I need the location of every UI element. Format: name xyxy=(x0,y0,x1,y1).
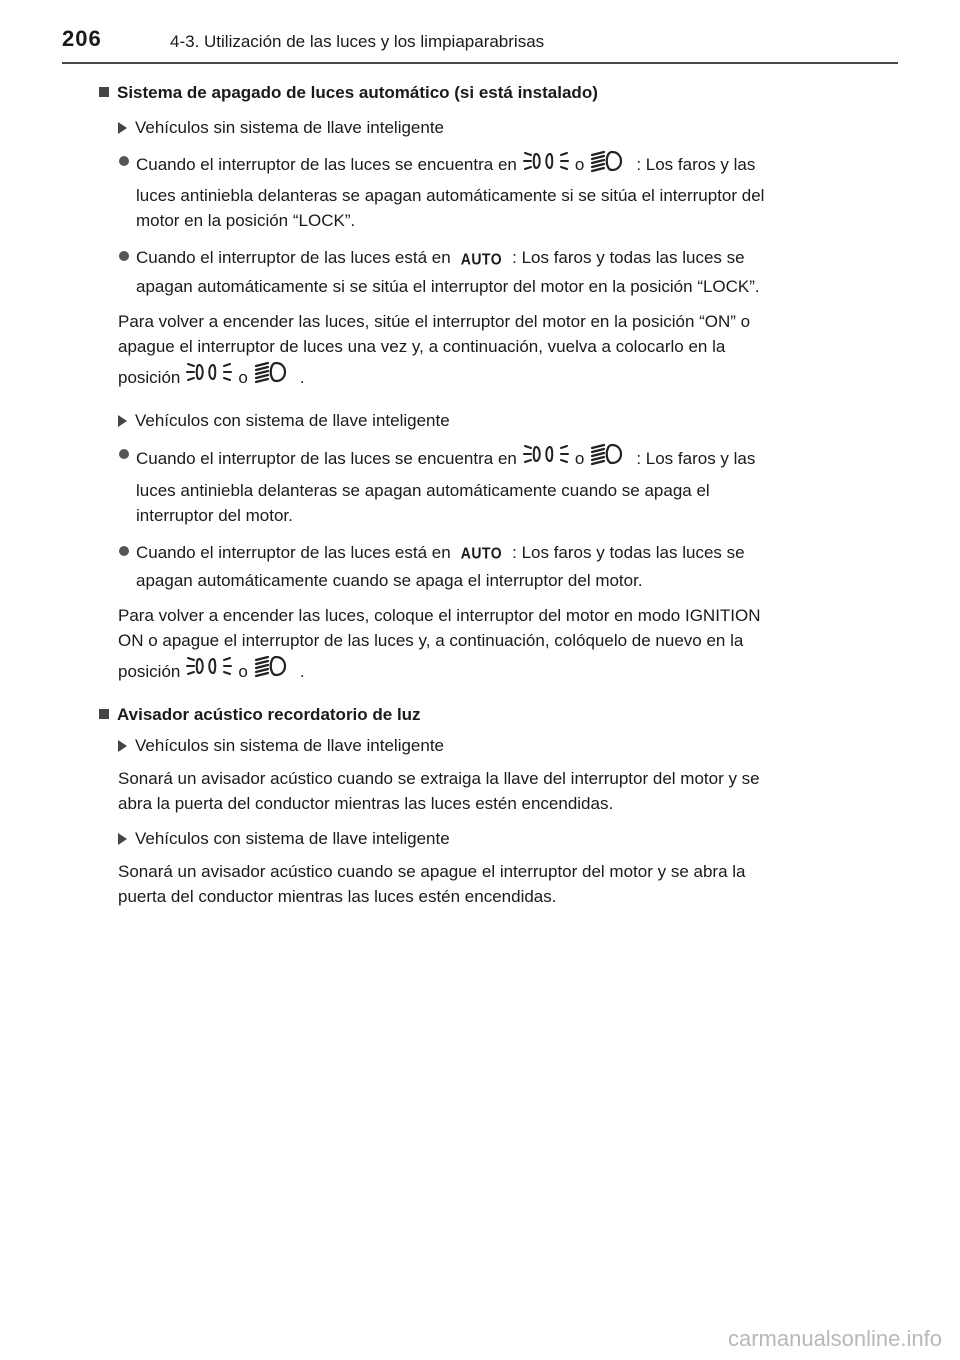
headlight-icon xyxy=(590,441,630,478)
paragraph: Para volver a encender las luces, coloqu… xyxy=(96,603,858,692)
square-bullet-icon xyxy=(99,709,109,720)
tail-light-icon xyxy=(522,148,569,183)
tail-light-icon xyxy=(186,653,233,692)
round-bullet-icon xyxy=(119,545,129,556)
header-rule xyxy=(62,62,898,64)
triangle-bullet-icon xyxy=(118,414,127,427)
round-bullet-icon xyxy=(119,251,129,261)
tail-light-icon xyxy=(522,441,569,478)
subheading-no-smart-key: Vehículos sin sistema de llave inteligen… xyxy=(96,733,858,758)
auto-icon: AUTO xyxy=(460,544,503,562)
round-bullet-icon xyxy=(119,448,129,459)
paragraph: Sonará un avisador acústico cuando se ap… xyxy=(118,862,746,907)
triangle-bullet-icon xyxy=(118,833,127,846)
headlight-icon xyxy=(254,359,294,398)
section-title: 4-3. Utilización de las luces y los limp… xyxy=(170,32,545,51)
headlight-icon xyxy=(590,148,630,183)
round-bullet-icon xyxy=(119,156,129,166)
bullet-item: Cuando el interruptor de las luces está … xyxy=(96,243,858,299)
auto-icon: AUTO xyxy=(460,249,503,268)
subheading-smart-key: Vehículos con sistema de llave inteligen… xyxy=(96,826,858,851)
square-bullet-icon xyxy=(99,87,109,97)
page-number: 206 xyxy=(62,26,102,51)
section-heading-reminder-buzzer: Avisador acústico recordatorio de luz xyxy=(96,702,858,727)
bullet-item: Cuando el interruptor de las luces está … xyxy=(96,538,858,594)
page-header: 206 4-3. Utilización de las luces y los … xyxy=(62,24,898,64)
paragraph: Para volver a encender las luces, sitúe … xyxy=(96,309,858,398)
section-heading-auto-off: Sistema de apagado de luces automático (… xyxy=(96,80,858,105)
page-content: Sistema de apagado de luces automático (… xyxy=(96,80,858,919)
tail-light-icon xyxy=(186,359,233,398)
subheading-no-smart-key: Vehículos sin sistema de llave inteligen… xyxy=(96,115,858,140)
paragraph: Sonará un avisador acústico cuando se ex… xyxy=(118,769,760,814)
subheading-smart-key: Vehículos con sistema de llave inteligen… xyxy=(96,408,858,433)
bullet-item: Cuando el interruptor de las luces se en… xyxy=(96,441,858,528)
bullet-item: Cuando el interruptor de las luces se en… xyxy=(96,148,858,233)
watermark: carmanualsonline.info xyxy=(727,1326,942,1351)
triangle-bullet-icon xyxy=(118,740,127,753)
headlight-icon xyxy=(254,653,294,692)
triangle-bullet-icon xyxy=(118,122,127,134)
